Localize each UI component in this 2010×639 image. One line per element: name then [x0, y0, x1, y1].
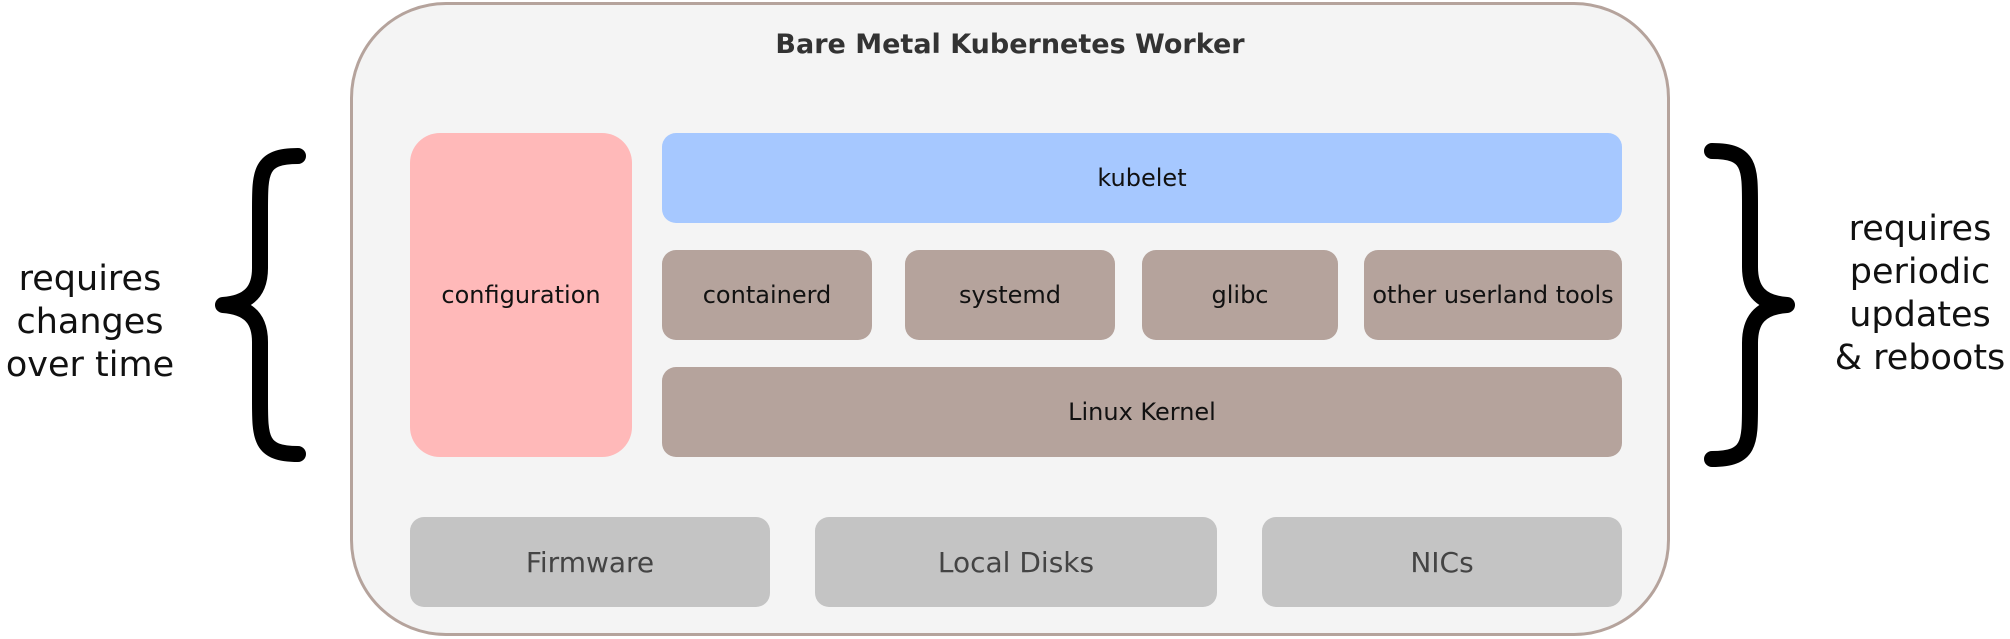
glibc-label: glibc — [1211, 281, 1269, 309]
local-disks-label: Local Disks — [937, 545, 1095, 579]
nics-label: NICs — [1410, 545, 1474, 579]
glibc-box: glibc — [1142, 250, 1338, 340]
right-annotation-label: requires periodic updates & reboots — [1834, 209, 2006, 378]
configuration-label: configuration — [441, 281, 601, 309]
kubelet-label: kubelet — [1097, 164, 1187, 192]
configuration-box: configuration — [410, 133, 632, 457]
right-curly-brace-icon — [1704, 143, 1795, 467]
other-userland-tools-box: other userland tools — [1364, 250, 1622, 340]
other-userland-tools-label: other userland tools — [1372, 281, 1614, 309]
containerd-box: containerd — [662, 250, 872, 340]
left-curly-brace-icon — [215, 148, 306, 462]
systemd-box: systemd — [905, 250, 1115, 340]
worker-title: Bare Metal Kubernetes Worker — [775, 28, 1245, 60]
kubelet-box: kubelet — [662, 133, 1622, 223]
nics-box: NICs — [1262, 517, 1622, 607]
firmware-box: Firmware — [410, 517, 770, 607]
local-disks-box: Local Disks — [815, 517, 1217, 607]
linux-kernel-label: Linux Kernel — [1068, 398, 1216, 426]
systemd-label: systemd — [959, 281, 1061, 309]
linux-kernel-box: Linux Kernel — [662, 367, 1622, 457]
firmware-label: Firmware — [525, 545, 655, 579]
containerd-label: containerd — [702, 281, 832, 309]
left-annotation-label: requires changes over time — [5, 258, 175, 385]
